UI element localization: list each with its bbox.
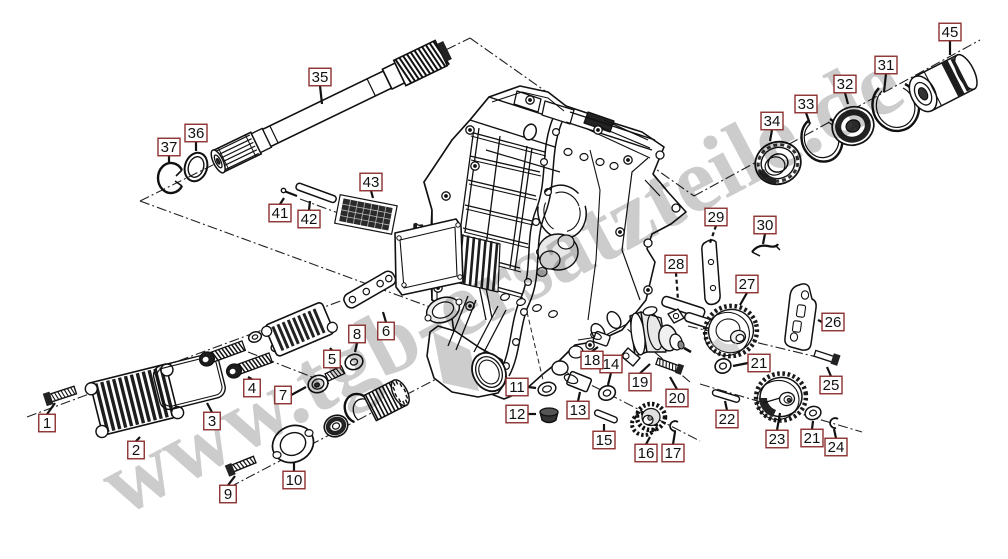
svg-text:18: 18 [584, 352, 601, 369]
svg-text:35: 35 [312, 69, 329, 86]
svg-text:1: 1 [43, 415, 51, 432]
svg-text:26: 26 [825, 314, 842, 331]
svg-text:25: 25 [823, 377, 840, 394]
svg-text:14: 14 [603, 356, 620, 373]
svg-text:9: 9 [224, 486, 232, 503]
svg-text:16: 16 [638, 445, 655, 462]
svg-text:30: 30 [757, 217, 774, 234]
svg-text:10: 10 [286, 472, 303, 489]
svg-text:4: 4 [248, 380, 256, 397]
svg-text:20: 20 [669, 390, 686, 407]
svg-text:13: 13 [570, 402, 587, 419]
svg-text:5: 5 [328, 351, 336, 368]
svg-text:28: 28 [668, 256, 685, 273]
svg-text:43: 43 [363, 174, 380, 191]
svg-text:6: 6 [382, 323, 390, 340]
svg-text:8: 8 [353, 326, 361, 343]
svg-text:2: 2 [132, 442, 140, 459]
svg-text:21: 21 [751, 355, 768, 372]
svg-text:36: 36 [188, 125, 205, 142]
svg-text:27: 27 [739, 276, 756, 293]
svg-text:17: 17 [665, 445, 682, 462]
svg-text:34: 34 [764, 113, 781, 130]
svg-text:33: 33 [798, 96, 815, 113]
svg-text:19: 19 [632, 374, 649, 391]
svg-text:12: 12 [509, 406, 526, 423]
svg-text:3: 3 [208, 413, 216, 430]
svg-text:24: 24 [828, 439, 845, 456]
svg-text:32: 32 [837, 76, 854, 93]
svg-text:15: 15 [596, 432, 613, 449]
svg-text:29: 29 [708, 209, 725, 226]
svg-text:31: 31 [878, 57, 895, 74]
svg-text:41: 41 [272, 205, 289, 222]
svg-text:45: 45 [942, 24, 959, 41]
svg-text:23: 23 [769, 431, 786, 448]
svg-text:42: 42 [301, 211, 318, 228]
svg-text:22: 22 [719, 411, 736, 428]
svg-text:11: 11 [509, 379, 525, 396]
svg-text:21: 21 [804, 430, 821, 447]
svg-text:37: 37 [161, 139, 178, 156]
svg-text:7: 7 [279, 387, 287, 404]
